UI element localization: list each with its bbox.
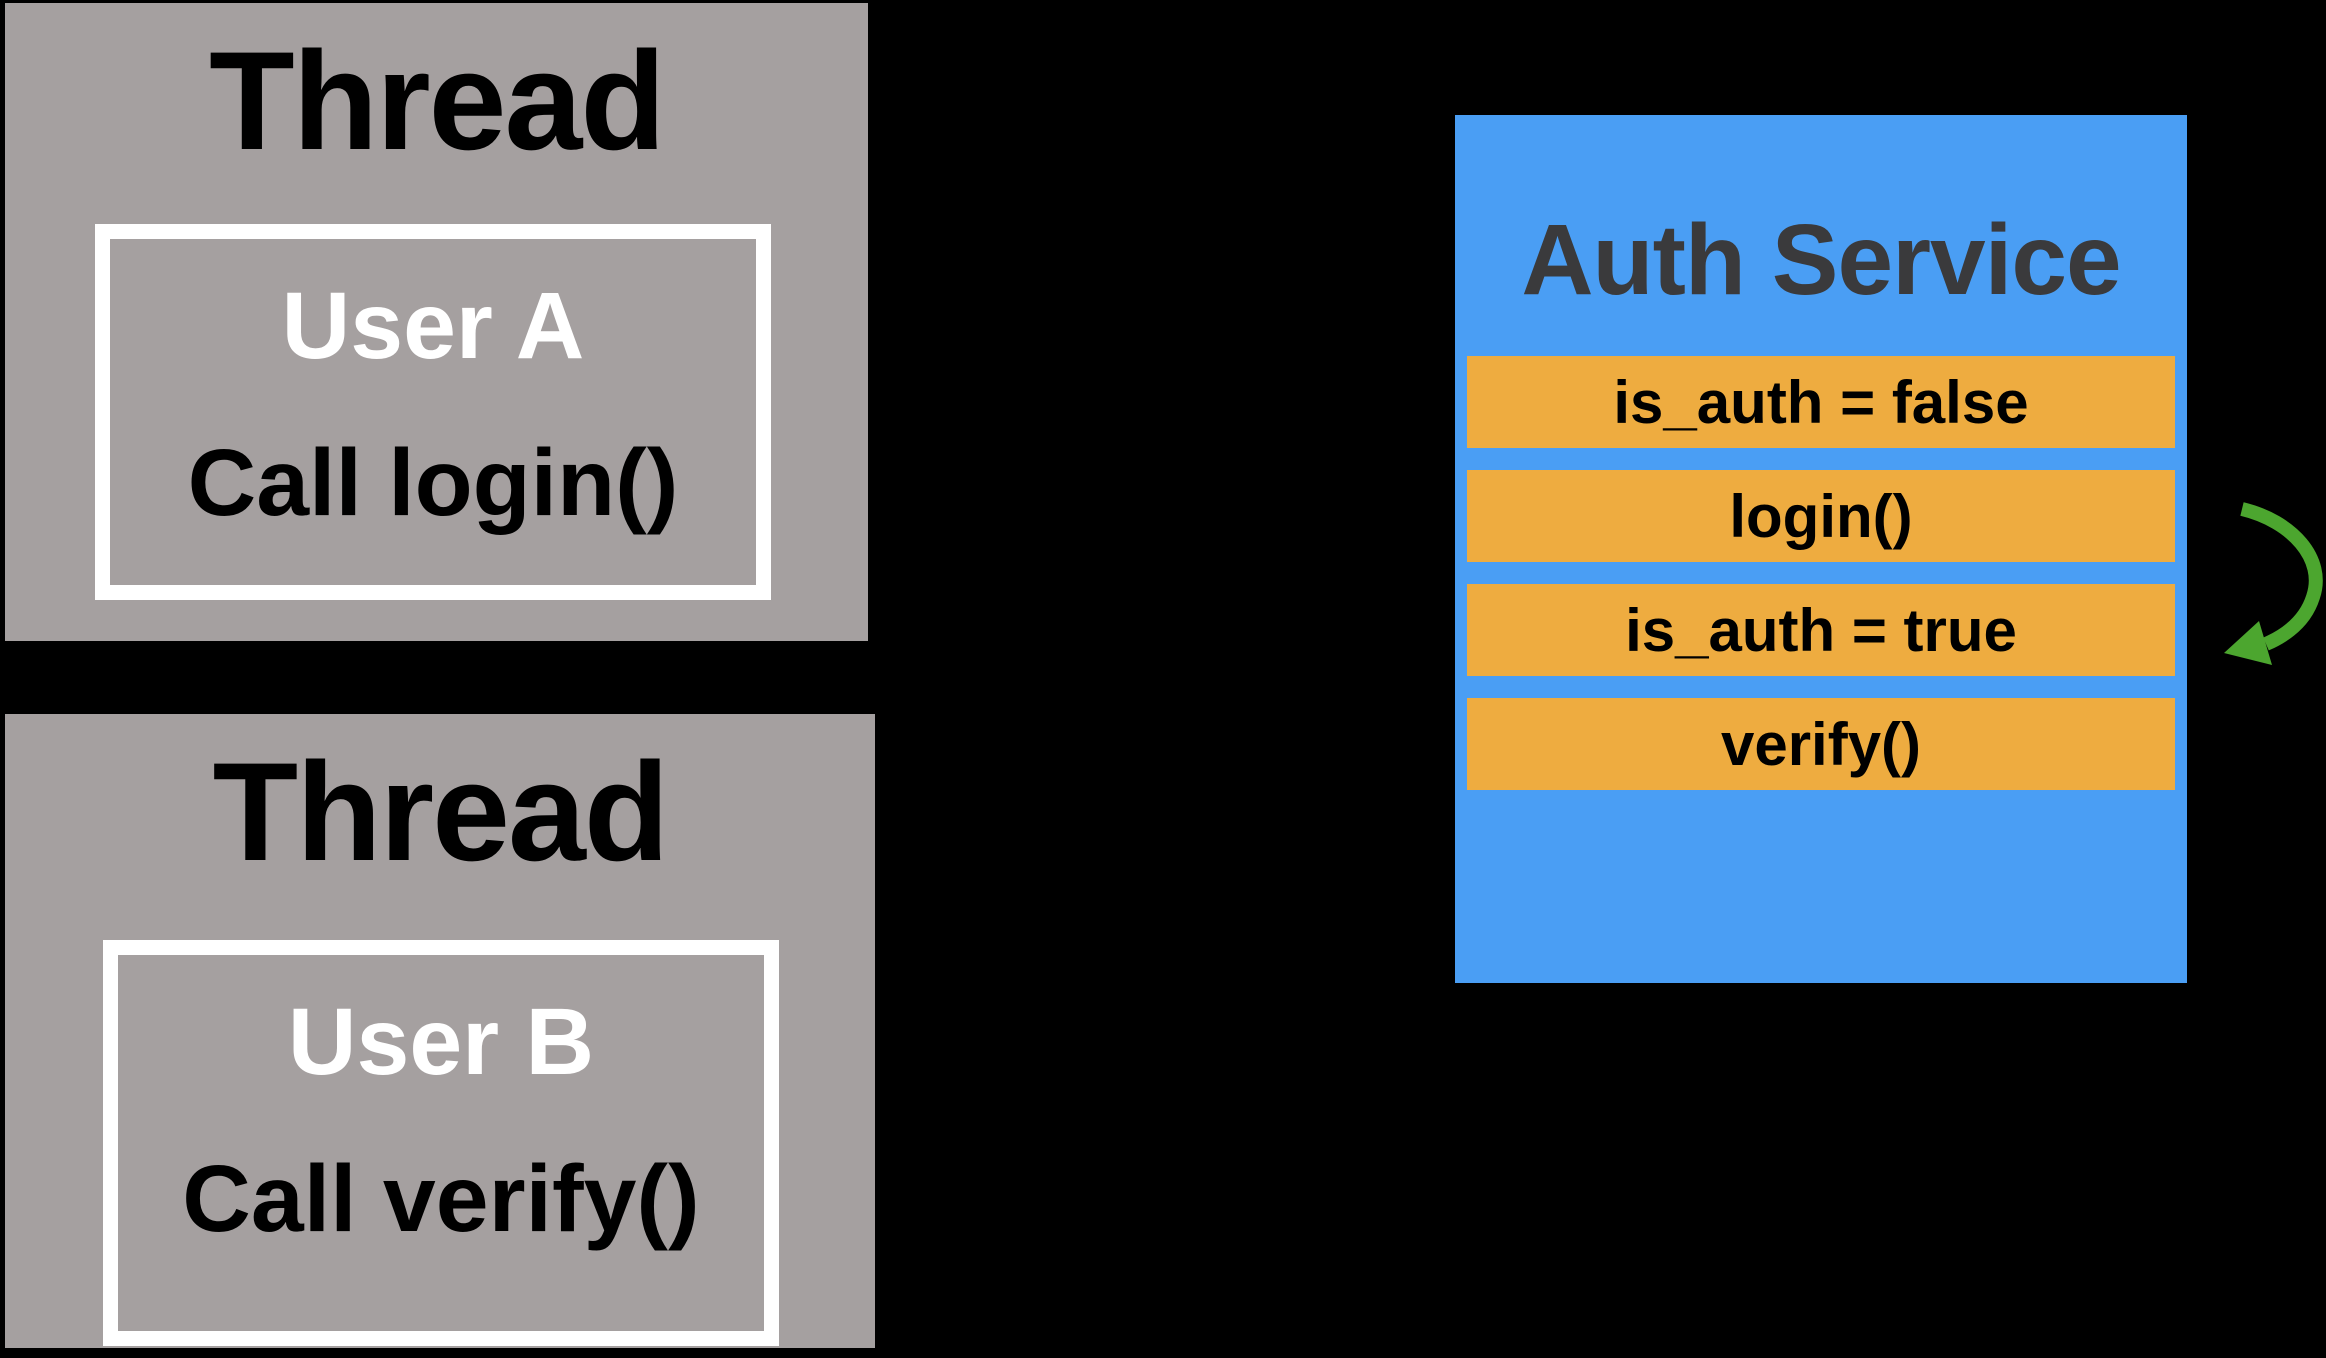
thread-box-user-a: Thread User A Call login() xyxy=(5,3,868,641)
thread-b-inner-box: User B Call verify() xyxy=(103,940,779,1346)
auth-service-box: Auth Service is_auth = false login() is_… xyxy=(1455,115,2187,983)
thread-a-title: Thread xyxy=(209,22,666,179)
call-verify-label: Call verify() xyxy=(182,1146,700,1252)
thread-b-title: Thread xyxy=(212,733,670,890)
loop-arrow-icon xyxy=(2224,502,2323,665)
auth-service-title: Auth Service xyxy=(1521,204,2121,316)
thread-box-user-b: Thread User B Call verify() xyxy=(5,714,875,1348)
call-login-label: Call login() xyxy=(187,430,679,536)
user-a-label: User A xyxy=(281,273,585,379)
auth-row-is-auth-true: is_auth = true xyxy=(1467,584,2175,676)
user-b-label: User B xyxy=(287,989,595,1095)
auth-row-is-auth-false: is_auth = false xyxy=(1467,356,2175,448)
auth-row-login: login() xyxy=(1467,470,2175,562)
thread-a-inner-box: User A Call login() xyxy=(95,224,771,600)
auth-row-verify: verify() xyxy=(1467,698,2175,790)
